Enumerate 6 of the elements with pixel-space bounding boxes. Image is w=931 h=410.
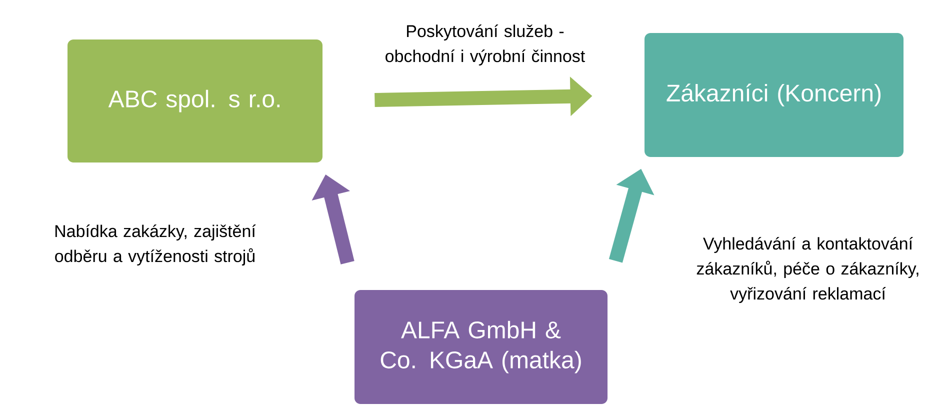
process-box: Zákazníci (Koncern) (644, 33, 904, 157)
edge-label: Vyhledávání a kontaktování zákazníků, péče o zákazníky, vyřizování reklamací (696, 236, 918, 304)
edge-label: Poskytování služeb - obchodní i výrobní činnost (386, 24, 585, 66)
edge-label: Nabídka zakázky, zajištění odběru a vytíženosti strojů (55, 224, 256, 266)
process-box: ABC spol. s r.o. (68, 40, 322, 162)
process-box: ALFA GmbH & Co. KGaA (matka) (354, 290, 608, 404)
